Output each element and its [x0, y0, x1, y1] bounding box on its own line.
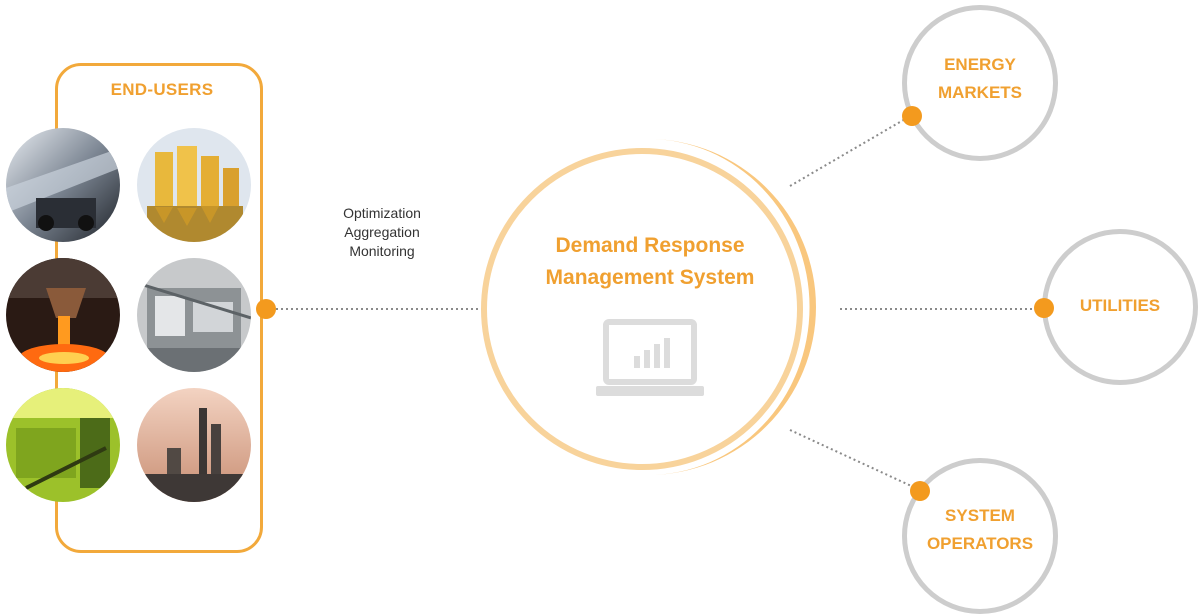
link-label: Optimization Aggregation Monitoring: [312, 204, 452, 261]
end-users-title: END-USERS: [110, 80, 214, 99]
green-machinery-photo: [6, 388, 120, 502]
utilities-label: UTILITIES: [1042, 292, 1198, 320]
system-operators-line2: OPERATORS: [926, 534, 1034, 553]
laptop-chart-icon: [596, 319, 704, 396]
utilities-dot: [1034, 298, 1054, 318]
center-title: Demand Response Management System: [500, 230, 800, 294]
energy-markets-label: ENERGY MARKETS: [902, 51, 1058, 107]
link-label-optimization: Optimization: [343, 205, 421, 221]
link-label-monitoring: Monitoring: [349, 243, 415, 259]
energy-markets-link: [789, 114, 913, 187]
energy-markets-node: [902, 5, 1058, 161]
end-users-connector-dot: [256, 299, 276, 319]
molten-steel-photo: [6, 258, 120, 372]
system-operators-link: [789, 429, 921, 491]
energy-markets-dot: [902, 106, 922, 126]
link-label-aggregation: Aggregation: [344, 224, 420, 240]
center-ring: [481, 148, 803, 470]
system-operators-dot: [910, 481, 930, 501]
rolling-mill-photo: [6, 128, 120, 242]
energy-markets-line2: MARKETS: [937, 83, 1023, 102]
utilities-node: [1042, 229, 1198, 385]
energy-markets-line1: ENERGY: [944, 55, 1016, 74]
system-operators-label: SYSTEM OPERATORS: [902, 502, 1058, 558]
center-title-line2: Management System: [545, 266, 755, 289]
utilities-line1: UTILITIES: [1079, 296, 1161, 315]
cement-silos-photo: [137, 128, 251, 242]
refinery-photo: [137, 388, 251, 502]
industrial-plant-photo: [137, 258, 251, 372]
center-title-line1: Demand Response: [555, 234, 745, 257]
system-operators-line1: SYSTEM: [945, 506, 1015, 525]
